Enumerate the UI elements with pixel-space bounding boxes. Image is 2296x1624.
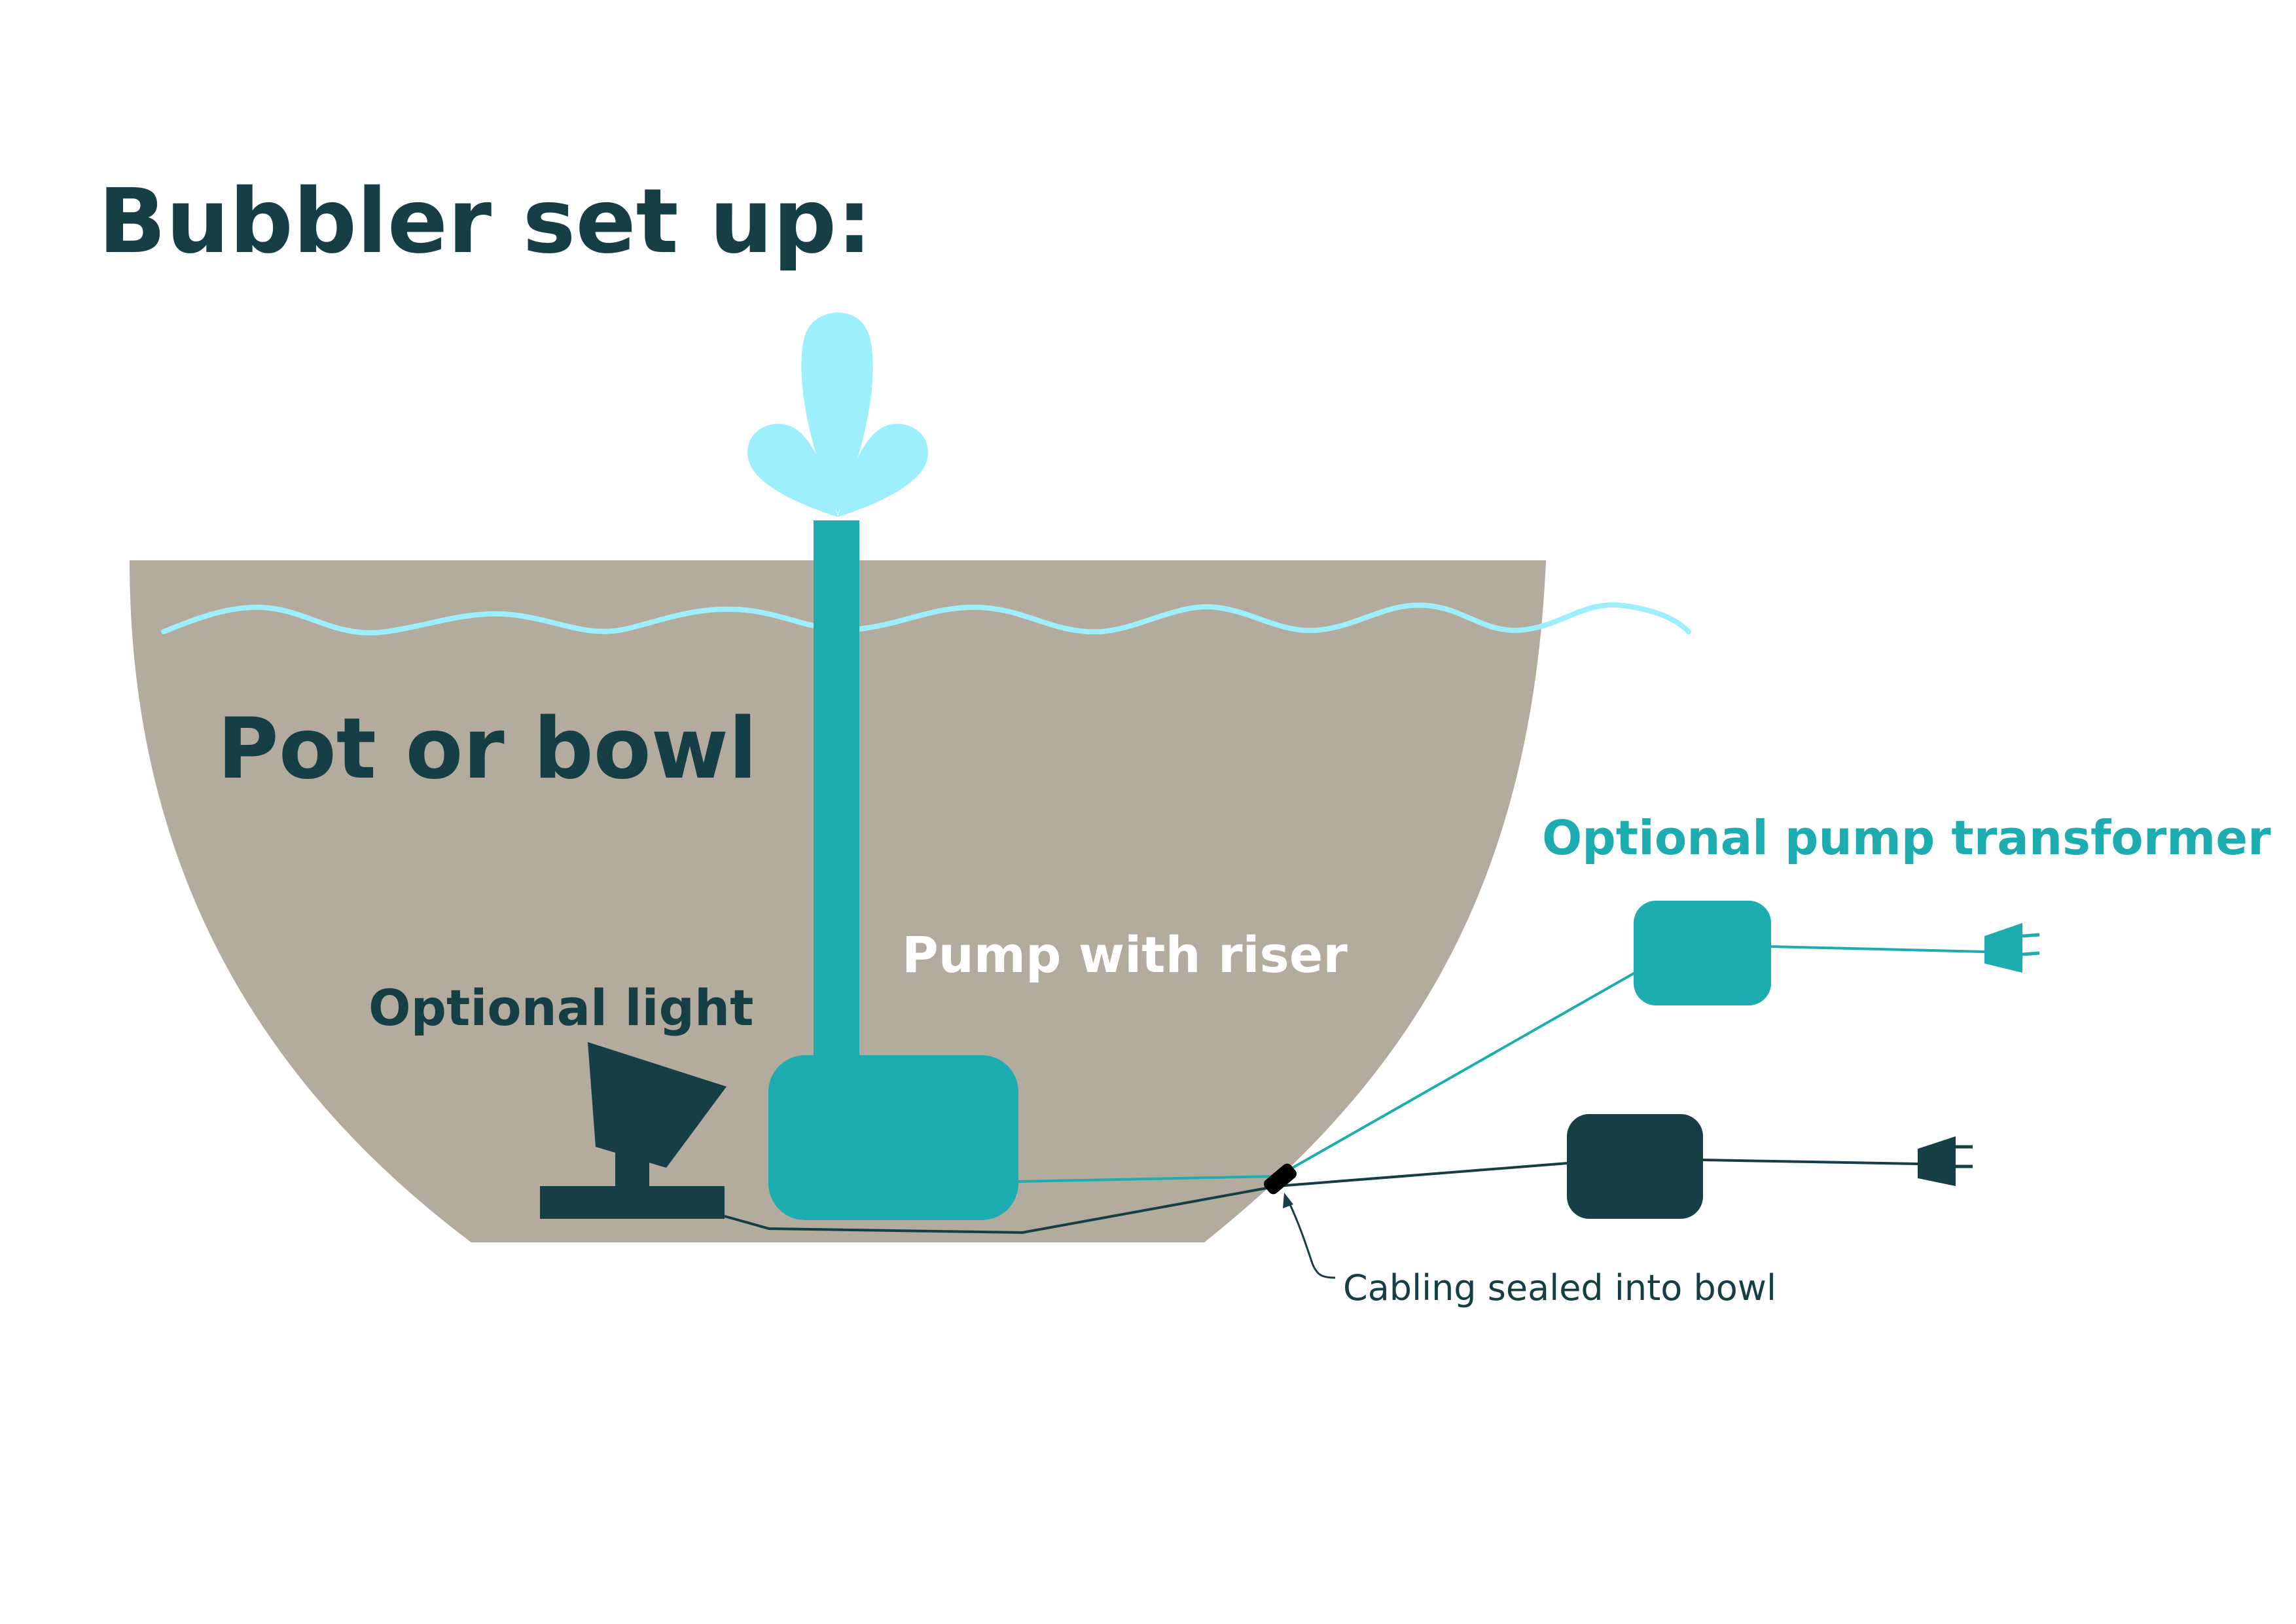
page-title: Bubbler set up: bbox=[98, 170, 872, 274]
pump-riser bbox=[814, 520, 859, 1064]
light-transformer bbox=[1567, 1114, 1703, 1219]
cabling-callout bbox=[1283, 1193, 1336, 1279]
water-surface-line bbox=[161, 602, 1691, 636]
pump-transformer-cable bbox=[1770, 945, 1985, 953]
plug-icon bbox=[1984, 923, 2040, 973]
cable-seal bbox=[1263, 1163, 1297, 1195]
pump-label: Pump with riser bbox=[902, 926, 1348, 984]
plug-icon bbox=[1918, 1136, 1973, 1186]
light-transformer-cable bbox=[1702, 1159, 1918, 1165]
pump-transformer bbox=[1634, 901, 1771, 1005]
pump-body bbox=[768, 1055, 1018, 1220]
water-spray-icon bbox=[747, 312, 928, 517]
light-label: Optional light bbox=[368, 979, 753, 1037]
spotlight-icon bbox=[540, 1042, 726, 1219]
transformer-label: Optional pump transformer bbox=[1542, 810, 2271, 865]
cabling-label: Cabling sealed into bowl bbox=[1343, 1267, 1776, 1308]
light-cable bbox=[724, 1162, 1568, 1235]
bowl-label: Pot or bowl bbox=[217, 700, 757, 798]
